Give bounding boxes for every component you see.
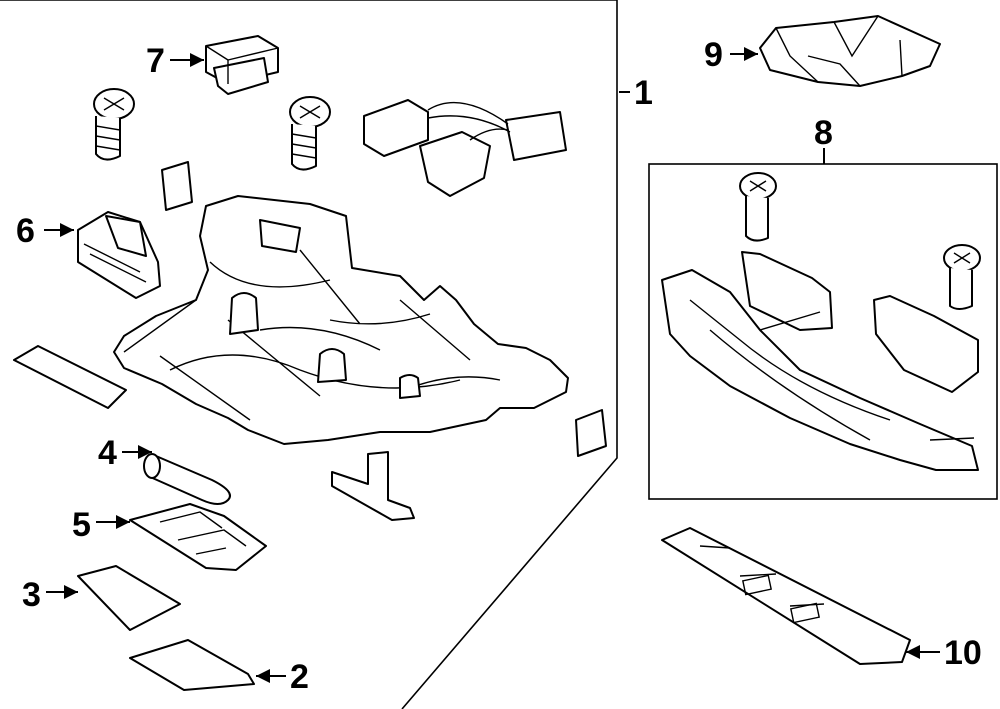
part-5-insulator xyxy=(129,503,267,571)
part-2-pad xyxy=(129,639,255,691)
callout-9: 9 xyxy=(704,36,723,74)
callout-10: 10 xyxy=(944,634,982,672)
bolt-icon xyxy=(289,96,331,171)
part-8-crossmember xyxy=(661,251,979,471)
callout-1: 1 xyxy=(634,74,653,112)
standing-bracket xyxy=(331,451,415,521)
bolt-icon xyxy=(739,172,777,242)
small-pad xyxy=(161,161,193,211)
callout-2: 2 xyxy=(290,658,309,696)
part-4-cylinder xyxy=(143,453,231,505)
part-6-bracket xyxy=(77,211,161,299)
callout-4: 4 xyxy=(98,434,117,472)
callout-7: 7 xyxy=(146,42,165,80)
floor-mat xyxy=(13,345,127,409)
part-3-pad xyxy=(77,565,181,631)
wire-harness xyxy=(363,99,567,197)
assembly-frame-1 xyxy=(0,0,618,709)
part-7-block xyxy=(205,35,279,95)
small-pad xyxy=(575,409,607,457)
callout-5: 5 xyxy=(72,506,91,544)
bolt-icon xyxy=(943,244,981,310)
callout-3: 3 xyxy=(22,576,41,614)
part-1-floor-pan xyxy=(113,195,569,445)
part-9-bracket xyxy=(759,15,941,87)
bolt-icon xyxy=(93,88,135,161)
callout-6: 6 xyxy=(16,212,35,250)
callout-8: 8 xyxy=(814,114,833,152)
part-10-panel xyxy=(661,527,911,665)
